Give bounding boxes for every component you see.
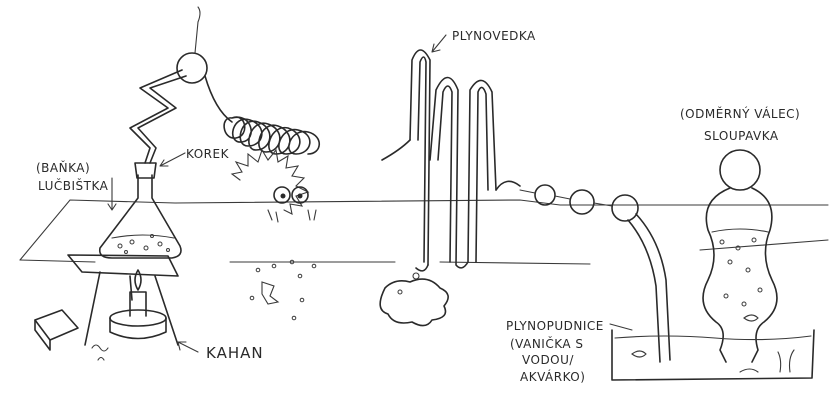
aquarium — [612, 330, 814, 380]
label-plynopudnice: PLYNOPUDNICE — [506, 319, 604, 333]
tripod-stand — [68, 255, 178, 345]
puddle — [380, 279, 448, 325]
label-odmerny-valec: (ODMĚRNÝ VÁLEC) — [680, 106, 800, 121]
label-akvarko: AKVÁRKO) — [520, 369, 585, 384]
coil-tube — [205, 76, 410, 160]
label-vanicka: (VANIČKA S — [510, 336, 584, 351]
loop-tube — [410, 50, 496, 279]
label-kahan: KAHAN — [206, 344, 264, 362]
scattered-shards — [250, 260, 316, 320]
label-vodou: VODOU/ — [522, 353, 574, 367]
zigzag-tube — [130, 7, 207, 163]
flask-bubbles — [118, 235, 170, 254]
label-korek: KOREK — [186, 147, 230, 161]
label-plynovedka: PLYNOVEDKA — [452, 29, 536, 43]
label-lucbistka: LUČBIŠTKA — [38, 178, 109, 193]
label-sloupavka: SLOUPAVKA — [704, 129, 779, 143]
label-banka: (BAŇKA) — [36, 160, 90, 175]
hedgehog — [232, 150, 316, 222]
beaded-tube — [496, 181, 670, 362]
cylinder — [703, 150, 777, 362]
matchbox — [35, 310, 108, 360]
burner — [110, 270, 166, 339]
